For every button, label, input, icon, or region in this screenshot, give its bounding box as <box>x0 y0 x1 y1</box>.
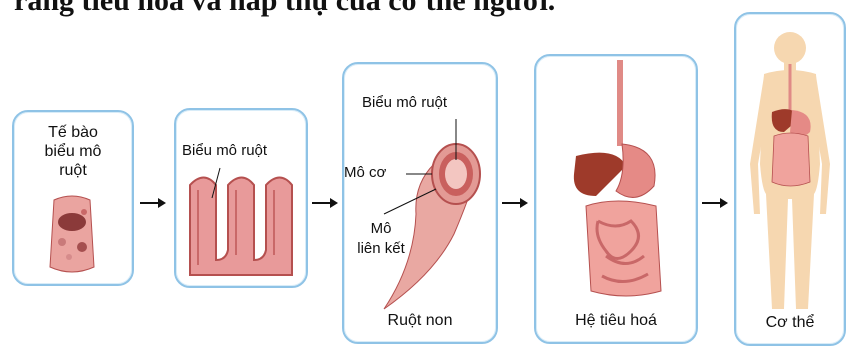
villi-illustration <box>176 110 306 286</box>
small-intestine-panel: Biểu mô ruột Mô cơ Mô liên kết Ruột non <box>342 62 498 344</box>
arrow-1 <box>140 196 166 210</box>
arrow-4 <box>702 196 728 210</box>
digestive-system-panel: Hệ tiêu hoá <box>534 54 698 344</box>
header-text: rằng tiêu hoá và hấp thụ của cơ thể ngườ… <box>14 0 555 18</box>
digestive-system-illustration <box>536 56 696 342</box>
body-panel: Cơ thể <box>734 12 846 346</box>
arrow-3 <box>502 196 528 210</box>
epithelium-panel: Biểu mô ruột <box>174 108 308 288</box>
intestine-tube-illustration <box>344 64 496 342</box>
arrow-2 <box>312 196 338 210</box>
epithelial-cell-illustration <box>14 112 132 284</box>
cell-panel: Tế bào biểu mô ruột <box>12 110 134 286</box>
human-body-illustration <box>736 14 844 344</box>
